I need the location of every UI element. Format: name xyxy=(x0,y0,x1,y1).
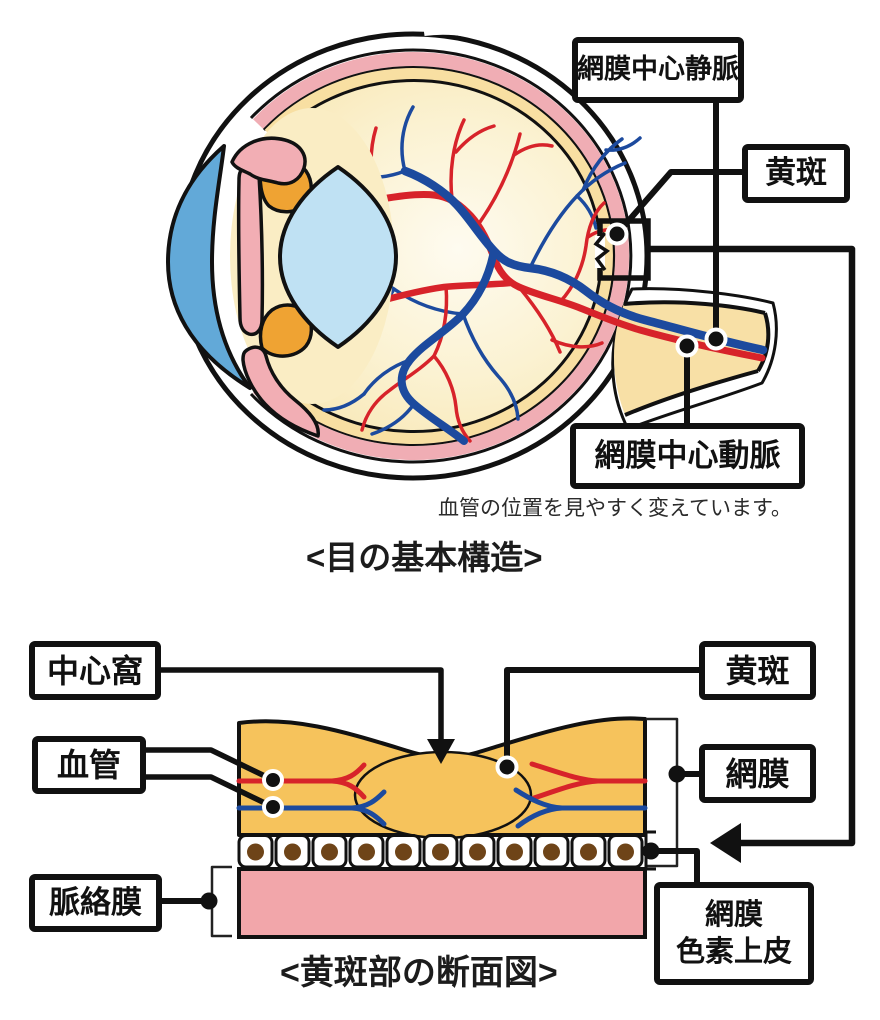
retina-bracket xyxy=(646,717,679,868)
cornea xyxy=(166,144,252,390)
vessel-dot-artery xyxy=(262,769,284,791)
vein-branches xyxy=(322,105,642,436)
macula-bottom-dot xyxy=(495,755,519,779)
label-retina: 網膜 xyxy=(699,744,816,803)
retina-layer xyxy=(264,68,613,444)
label-macula-top: 黄斑 xyxy=(742,144,850,203)
label-fovea: 中心窩 xyxy=(29,641,161,700)
label-blood-vessels: 血管 xyxy=(32,736,146,794)
fovea-arrowhead-icon xyxy=(427,739,455,764)
label-choroid: 脈絡膜 xyxy=(29,874,162,932)
label-macula-bottom: 黄斑 xyxy=(699,641,816,700)
label-retinal-pigment-epithelium: 網膜 色素上皮 xyxy=(654,882,814,985)
vessel-position-note: 血管の位置を見やすく変えています。 xyxy=(438,497,792,520)
retinal-vessels xyxy=(288,105,768,445)
label-central-retinal-artery: 網膜中心動脈 xyxy=(570,423,805,489)
caption-macula-section: <黄斑部の断面図> xyxy=(280,954,558,992)
macula-bottom-leader xyxy=(504,667,701,763)
bottom-leaders xyxy=(143,667,701,938)
lens xyxy=(278,165,398,349)
break-mark xyxy=(593,231,611,272)
eye-cross-section xyxy=(166,26,778,481)
rpe-text-line2: 色素上皮 xyxy=(675,935,792,968)
central-retinal-vein-vessel xyxy=(397,166,768,445)
fovea-leader xyxy=(158,667,444,740)
highlight xyxy=(423,26,469,37)
section-vein xyxy=(236,787,648,829)
vein-dot xyxy=(704,327,728,351)
macula-section xyxy=(236,716,648,939)
top-leaders xyxy=(605,99,856,863)
magnify-arrowhead-icon xyxy=(710,823,741,863)
iris xyxy=(236,163,265,337)
choroid-layer xyxy=(252,52,630,460)
vessel-leader-2 xyxy=(143,774,273,809)
magnify-rail xyxy=(648,245,856,847)
eye-front xyxy=(166,108,398,438)
retina-dot xyxy=(668,765,686,783)
section-vessels xyxy=(236,761,648,829)
iris-lower-leaf xyxy=(241,345,320,438)
macula-leader xyxy=(614,169,744,236)
rpe-text-line1: 網膜 xyxy=(704,899,763,932)
artery-dot xyxy=(675,334,699,358)
rpe-dot xyxy=(642,842,660,860)
vessel-leader-1 xyxy=(143,747,273,782)
iris-upper-leaf xyxy=(230,136,307,186)
rpe-leader xyxy=(651,848,700,884)
sclera-inner-line xyxy=(249,48,633,464)
choroid-dot xyxy=(200,892,218,910)
choroid-retina-line xyxy=(262,66,616,446)
label-central-retinal-vein: 網膜中心静脈 xyxy=(572,37,744,103)
choroid-band xyxy=(237,867,647,939)
macula-dot xyxy=(605,222,629,246)
rpe-cells xyxy=(237,834,644,869)
section-artery xyxy=(236,761,648,801)
vessel-dot-vein xyxy=(262,796,284,818)
caption-eye-structure: <目の基本構造> xyxy=(306,539,543,576)
